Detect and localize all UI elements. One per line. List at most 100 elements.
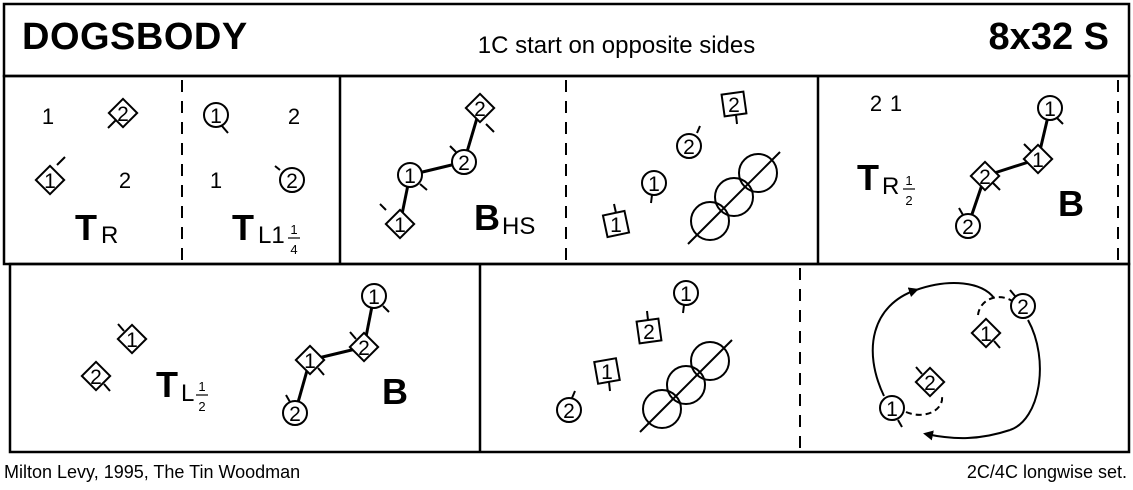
dancer-2-woman: 2 [914, 366, 946, 398]
dance-title: DOGSBODY [22, 16, 248, 58]
dancer-2-label: 2 [288, 104, 300, 129]
dancer-1-label: 1 [890, 91, 902, 116]
set-type-text: 2C/4C longwise set. [966, 462, 1127, 482]
svg-text:1: 1 [1044, 98, 1056, 121]
passing-track [687, 151, 781, 245]
figure-balance: B [382, 371, 408, 412]
dancer-1-woman: 1 [593, 357, 621, 392]
dancer-1-man: 1 [203, 102, 229, 134]
dancer-1-man: 1 [879, 395, 905, 428]
svg-text:2: 2 [962, 216, 974, 239]
svg-text:1: 1 [210, 105, 222, 128]
dancer-1-woman: 1 [379, 203, 416, 240]
svg-text:2: 2 [289, 403, 301, 426]
svg-text:1: 1 [368, 286, 380, 309]
dancer-1-label: 1 [210, 168, 222, 193]
svg-text:2: 2 [563, 400, 575, 423]
svg-text:R: R [101, 222, 118, 249]
svg-text:1: 1 [198, 379, 205, 394]
dancer-2-woman: 2 [348, 331, 380, 363]
svg-text:2: 2 [643, 321, 655, 344]
dancer-1-woman: 1 [970, 317, 1002, 349]
svg-text:2: 2 [286, 170, 298, 193]
dancer-2-label: 2 [119, 168, 131, 193]
dancer-2-man: 2 [955, 207, 981, 239]
svg-text:T: T [156, 364, 178, 405]
dancer-2-man: 2 [449, 145, 477, 175]
svg-text:B: B [474, 197, 500, 238]
figure-turn-left-1q: T L1 1 4 [232, 207, 300, 257]
dancer-1-man: 1 [397, 162, 428, 191]
svg-text:1: 1 [980, 323, 992, 346]
credit-text: Milton Levy, 1995, The Tin Woodman [4, 462, 301, 482]
svg-text:2: 2 [979, 166, 991, 189]
svg-text:T: T [857, 157, 879, 198]
figure-turn-left-half: T L 1 2 [156, 364, 208, 414]
dancer-2-woman: 2 [969, 160, 1001, 192]
header-frame [2, 2, 1131, 78]
svg-text:1: 1 [648, 173, 660, 196]
dancer-1-man: 1 [1037, 95, 1064, 125]
dancer-2-woman: 2 [635, 310, 663, 345]
svg-text:2: 2 [728, 94, 740, 117]
svg-text:2: 2 [683, 136, 695, 159]
dancer-2-man: 2 [274, 165, 305, 193]
svg-text:1: 1 [1032, 149, 1044, 172]
svg-text:4: 4 [290, 242, 297, 257]
svg-text:2: 2 [474, 98, 486, 121]
svg-text:T: T [75, 207, 97, 248]
passing-track [639, 339, 733, 433]
dancer-1-woman: 1 [601, 203, 631, 239]
svg-text:2: 2 [198, 399, 205, 414]
svg-text:2: 2 [458, 152, 470, 175]
svg-text:1: 1 [44, 170, 56, 193]
svg-text:1: 1 [886, 398, 898, 421]
row2-frame [8, 262, 1131, 454]
svg-text:1: 1 [126, 329, 138, 352]
dancer-2-man: 2 [1009, 289, 1036, 319]
dancer-2-woman: 2 [80, 360, 112, 392]
svg-text:R: R [882, 173, 899, 200]
svg-text:2: 2 [358, 337, 370, 360]
dancer-2-label: 2 [870, 91, 882, 116]
svg-text:L: L [181, 380, 194, 407]
svg-text:1: 1 [304, 350, 316, 373]
dancer-1-man: 1 [361, 283, 390, 313]
svg-text:2: 2 [1017, 296, 1029, 319]
dancer-1-man: 1 [673, 280, 699, 314]
dancer-2-man: 2 [676, 125, 702, 159]
svg-text:2: 2 [905, 193, 912, 208]
dancer-1-woman: 1 [34, 156, 66, 196]
progression-paths [871, 282, 1041, 441]
svg-text:T: T [232, 207, 254, 248]
dancer-2-man: 2 [282, 394, 308, 426]
figure-balance: B [1058, 183, 1084, 224]
svg-text:1: 1 [394, 214, 406, 237]
svg-text:2: 2 [924, 372, 936, 395]
svg-text:L1: L1 [258, 222, 285, 249]
dancer-2-woman: 2 [464, 92, 496, 133]
svg-text:1: 1 [601, 361, 613, 384]
svg-text:HS: HS [502, 213, 535, 240]
svg-text:2: 2 [90, 366, 102, 389]
dancer-1-woman: 1 [294, 344, 326, 376]
svg-text:2: 2 [117, 103, 129, 126]
svg-text:1: 1 [610, 214, 622, 237]
svg-text:1: 1 [290, 222, 297, 237]
dancer-2-woman: 2 [720, 90, 748, 125]
svg-text:1: 1 [404, 165, 416, 188]
figure-balance-half-step: B HS [474, 197, 535, 240]
figure-turn-right-half: T R 1 2 [857, 157, 915, 208]
dancer-1-woman: 1 [116, 323, 148, 355]
svg-text:1: 1 [680, 283, 692, 306]
dancer-2-man: 2 [556, 390, 582, 423]
svg-text:1: 1 [905, 173, 912, 188]
dancer-2-woman: 2 [107, 97, 139, 129]
dance-meter: 8x32 S [988, 16, 1109, 58]
formation-text: 1C start on opposite sides [477, 32, 756, 59]
dancer-1-woman: 1 [1022, 143, 1054, 175]
dancer-1-man: 1 [641, 170, 667, 204]
figure-turn-right: T R [75, 207, 118, 249]
dancer-1-label: 1 [42, 104, 54, 129]
